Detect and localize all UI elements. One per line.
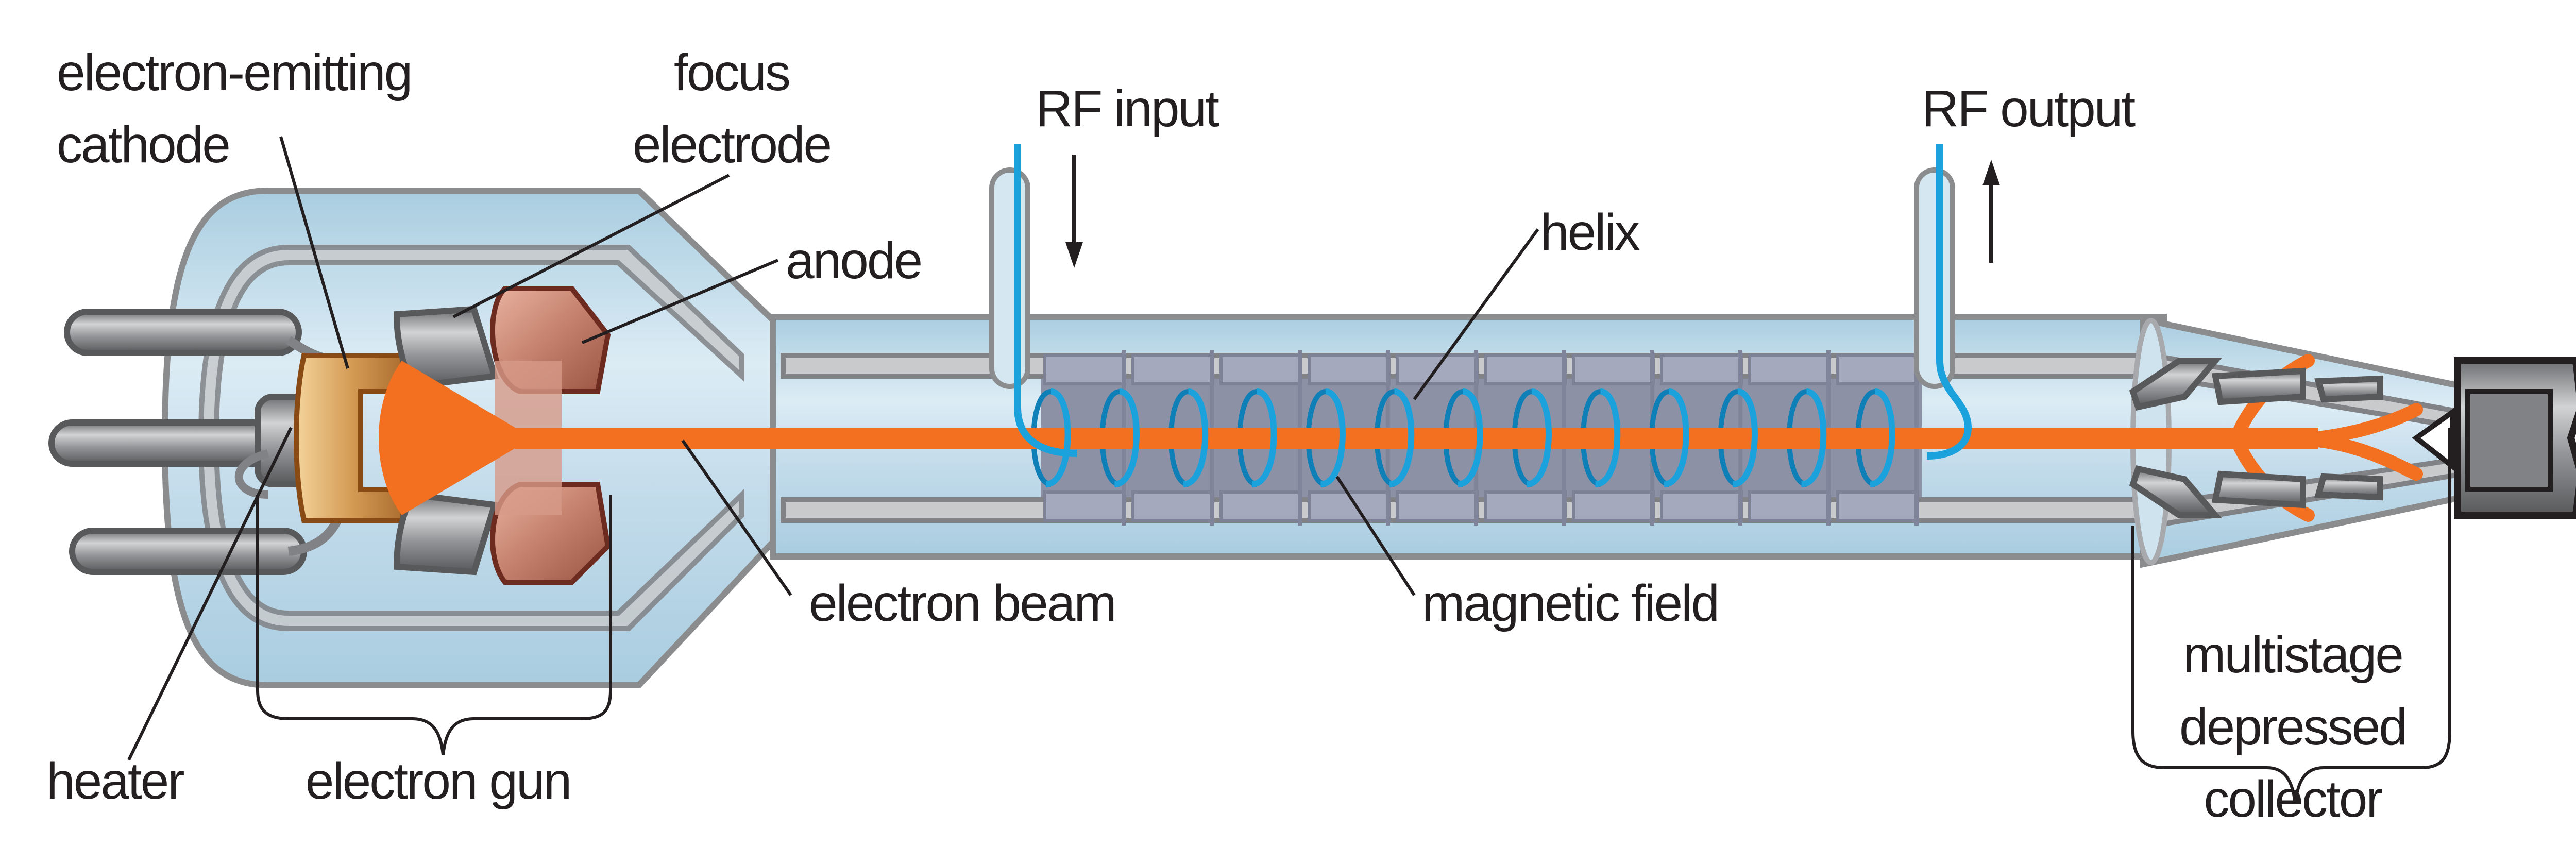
rf-input-coupler <box>989 144 1077 457</box>
magnet-ring-bottom <box>1219 490 1302 522</box>
label-focus-line1: focus <box>674 44 789 101</box>
electron-gun <box>234 286 611 585</box>
collector-stage-1 <box>2129 358 2223 411</box>
helix-turn <box>1251 388 1277 487</box>
collector-spike <box>2412 407 2455 472</box>
magnet-ring-top <box>1219 354 1302 385</box>
label-anode: anode <box>786 232 921 290</box>
electron-beam <box>379 354 2423 522</box>
rf-output-wire <box>1926 144 1972 460</box>
magnet-ring-top <box>1043 354 1126 385</box>
rf-input-sleeve <box>989 167 1030 389</box>
collector-stage-3b <box>2314 473 2383 501</box>
rf-output-sleeve <box>1914 167 1955 389</box>
helix-turn <box>1457 388 1483 487</box>
magnet-ring-bottom <box>1484 490 1567 522</box>
magnet-ring-top <box>1836 354 1919 385</box>
leader-focus-electrode <box>452 174 730 318</box>
label-helix: helix <box>1540 204 1640 261</box>
label-rf-output: RF output <box>1922 80 2136 138</box>
magnet-ring-top <box>1660 354 1743 385</box>
helix-turn <box>1526 388 1552 487</box>
collector-stage-3 <box>2314 375 2383 403</box>
magnet-ring-bottom <box>1660 490 1743 522</box>
magnet-ring-top <box>1748 354 1831 385</box>
rf-input-wire <box>1014 144 1077 457</box>
label-electron-gun: electron gun <box>306 752 570 810</box>
base-pins <box>48 309 361 575</box>
label-magnetic-field: magnetic field <box>1422 574 1718 632</box>
helix-turn <box>1320 388 1346 487</box>
beam-cone <box>379 361 567 515</box>
leader-cathode <box>279 136 349 369</box>
pin-bottom <box>69 528 307 575</box>
helix-turn <box>1801 388 1827 487</box>
helix-turn <box>1595 388 1621 487</box>
bracket-collector <box>2131 428 2451 804</box>
heater-wire <box>234 449 269 499</box>
beam-main <box>515 428 2318 449</box>
label-rf-input: RF input <box>1036 80 1219 138</box>
magnet-ring-bottom <box>1836 490 1919 522</box>
helix-turn <box>1114 388 1140 487</box>
label-collector-line1: multistage <box>2183 626 2402 684</box>
helix-turn <box>1045 388 1071 487</box>
magnet-ring-bottom <box>1748 490 1831 522</box>
leader-lines <box>127 136 2451 804</box>
magnet-ring-bottom <box>1396 490 1479 522</box>
pin-top <box>64 309 302 356</box>
rf-input-arrow <box>1065 155 1083 268</box>
label-heater: heater <box>46 752 184 810</box>
label-collector-line3: collector <box>2204 770 2382 828</box>
leader-helix <box>1413 228 1539 400</box>
helix-turn <box>1869 388 1895 487</box>
rf-output-arrow <box>1982 160 2000 263</box>
collector-stage-2b <box>2211 470 2306 509</box>
leader-heater <box>127 427 293 761</box>
rf-output-coupler <box>1914 144 1972 460</box>
leader-magnetic-field <box>1335 476 1416 596</box>
magnet-ring-top <box>1572 354 1655 385</box>
magnet-ring-bottom <box>1131 490 1214 522</box>
beam-spread-stage3-bottom <box>2312 434 2423 481</box>
collector-stage-2 <box>2211 367 2306 405</box>
helix-turn <box>1388 388 1415 487</box>
collector-end-cap-slot <box>2465 389 2553 492</box>
leader-anode <box>581 259 779 344</box>
label-collector-line2: depressed <box>2179 698 2406 756</box>
bracket-electron-gun <box>256 495 612 755</box>
magnet-ring-top <box>1484 354 1567 385</box>
magnet-ring-top <box>1308 354 1391 385</box>
label-cathode-line1: electron-emitting <box>57 44 411 101</box>
helix-coil <box>1045 388 1895 487</box>
collector-stage-1b <box>2129 465 2223 518</box>
label-cathode-line2: cathode <box>57 116 229 174</box>
multistage-depressed-collector <box>2129 357 2576 519</box>
beam-spread-stage3-top <box>2312 403 2423 445</box>
labels: electron-emitting cathode focus electrod… <box>46 44 2408 828</box>
label-electron-beam: electron beam <box>809 574 1115 632</box>
label-focus-line2: electrode <box>633 116 831 174</box>
magnet-ring-top <box>1131 354 1214 385</box>
helix-turn <box>1663 388 1689 487</box>
helix-turn <box>1182 388 1209 487</box>
magnet-ring-bottom <box>1572 490 1655 522</box>
leader-electron-beam <box>681 439 792 596</box>
magnet-ring-bottom <box>1043 490 1126 522</box>
helix-turn <box>1732 388 1758 487</box>
